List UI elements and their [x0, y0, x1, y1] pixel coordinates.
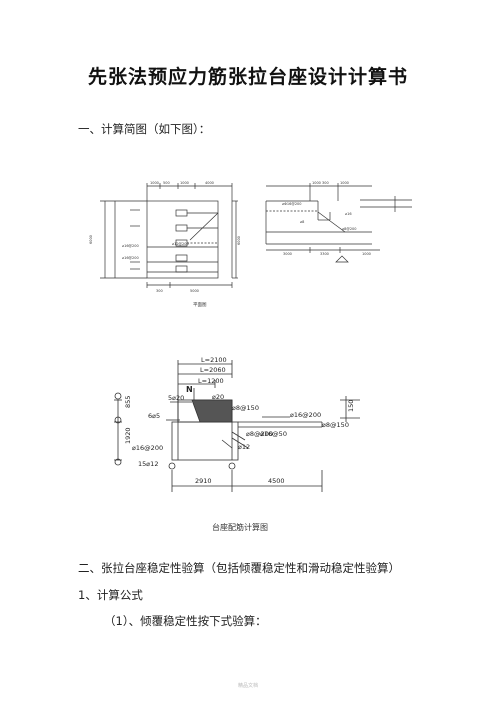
sub-heading-1: 1、计算公式 — [78, 588, 143, 602]
svg-text:⌀16@200: ⌀16@200 — [290, 411, 321, 419]
svg-text:⌀16@200: ⌀16@200 — [122, 244, 139, 248]
svg-text:6000: 6000 — [237, 236, 241, 245]
svg-text:⌀8: ⌀8 — [300, 220, 304, 224]
svg-text:300: 300 — [322, 181, 329, 185]
svg-text:500: 500 — [163, 181, 170, 185]
svg-text:5⌀20: 5⌀20 — [168, 394, 184, 402]
svg-text:5000: 5000 — [190, 289, 199, 293]
svg-text:1000: 1000 — [180, 181, 189, 185]
svg-text:6⌀5: 6⌀5 — [148, 412, 160, 420]
svg-text:1920: 1920 — [124, 427, 132, 444]
svg-text:⌀8@200: ⌀8@200 — [246, 430, 273, 438]
document-title: 先张法预应力筋张拉台座设计计算书 — [87, 66, 408, 88]
svg-text:1000: 1000 — [340, 181, 349, 185]
svg-text:1000: 1000 — [362, 252, 371, 256]
svg-text:3300: 3300 — [320, 252, 329, 256]
svg-text:15⌀12: 15⌀12 — [138, 460, 158, 468]
svg-text:⌀16@200: ⌀16@200 — [122, 256, 139, 260]
svg-text:2910: 2910 — [195, 477, 212, 485]
svg-text:⌀8@150: ⌀8@150 — [232, 404, 259, 412]
svg-text:⌀16@50: ⌀16@50 — [260, 430, 287, 438]
svg-text:4000: 4000 — [205, 181, 214, 185]
svg-text:150: 150 — [347, 400, 355, 412]
svg-text:L=2060: L=2060 — [200, 366, 226, 374]
svg-text:3000: 3000 — [283, 252, 292, 256]
svg-text:855: 855 — [124, 396, 132, 408]
plan-caption: 平面图 — [193, 302, 207, 308]
svg-text:⌀16: ⌀16 — [345, 212, 352, 216]
reinforcement-caption: 台座配筋计算图 — [212, 522, 268, 532]
svg-text:1000: 1000 — [312, 181, 321, 185]
svg-text:⌀8@200: ⌀8@200 — [342, 227, 357, 231]
svg-text:4500: 4500 — [268, 477, 285, 485]
svg-text:N: N — [186, 385, 193, 394]
svg-text:6000: 6000 — [89, 235, 93, 244]
svg-text:L=1200: L=1200 — [198, 377, 224, 385]
section-2-heading: 二、张拉台座稳定性验算（包括倾覆稳定性和滑动稳定性验算） — [78, 561, 400, 575]
svg-text:⌀12@200: ⌀12@200 — [172, 242, 189, 246]
svg-text:⌀16@200: ⌀16@200 — [132, 444, 163, 452]
page-footer: 精品文档 — [237, 683, 258, 689]
svg-text:⌀20: ⌀20 — [212, 393, 224, 401]
plan-outline — [146, 200, 219, 279]
svg-text:⌀Φ16@200: ⌀Φ16@200 — [282, 202, 302, 206]
svg-text:1000: 1000 — [150, 181, 159, 185]
section-1-heading: 一、计算简图（如下图）： — [78, 122, 211, 136]
svg-text:300: 300 — [156, 289, 163, 293]
sub-heading-2: （1）、倾覆稳定性按下式验算： — [104, 614, 267, 628]
svg-text:⌀8@150: ⌀8@150 — [322, 421, 349, 429]
svg-text:⌀12: ⌀12 — [238, 443, 250, 451]
svg-text:L=2100: L=2100 — [201, 356, 227, 364]
